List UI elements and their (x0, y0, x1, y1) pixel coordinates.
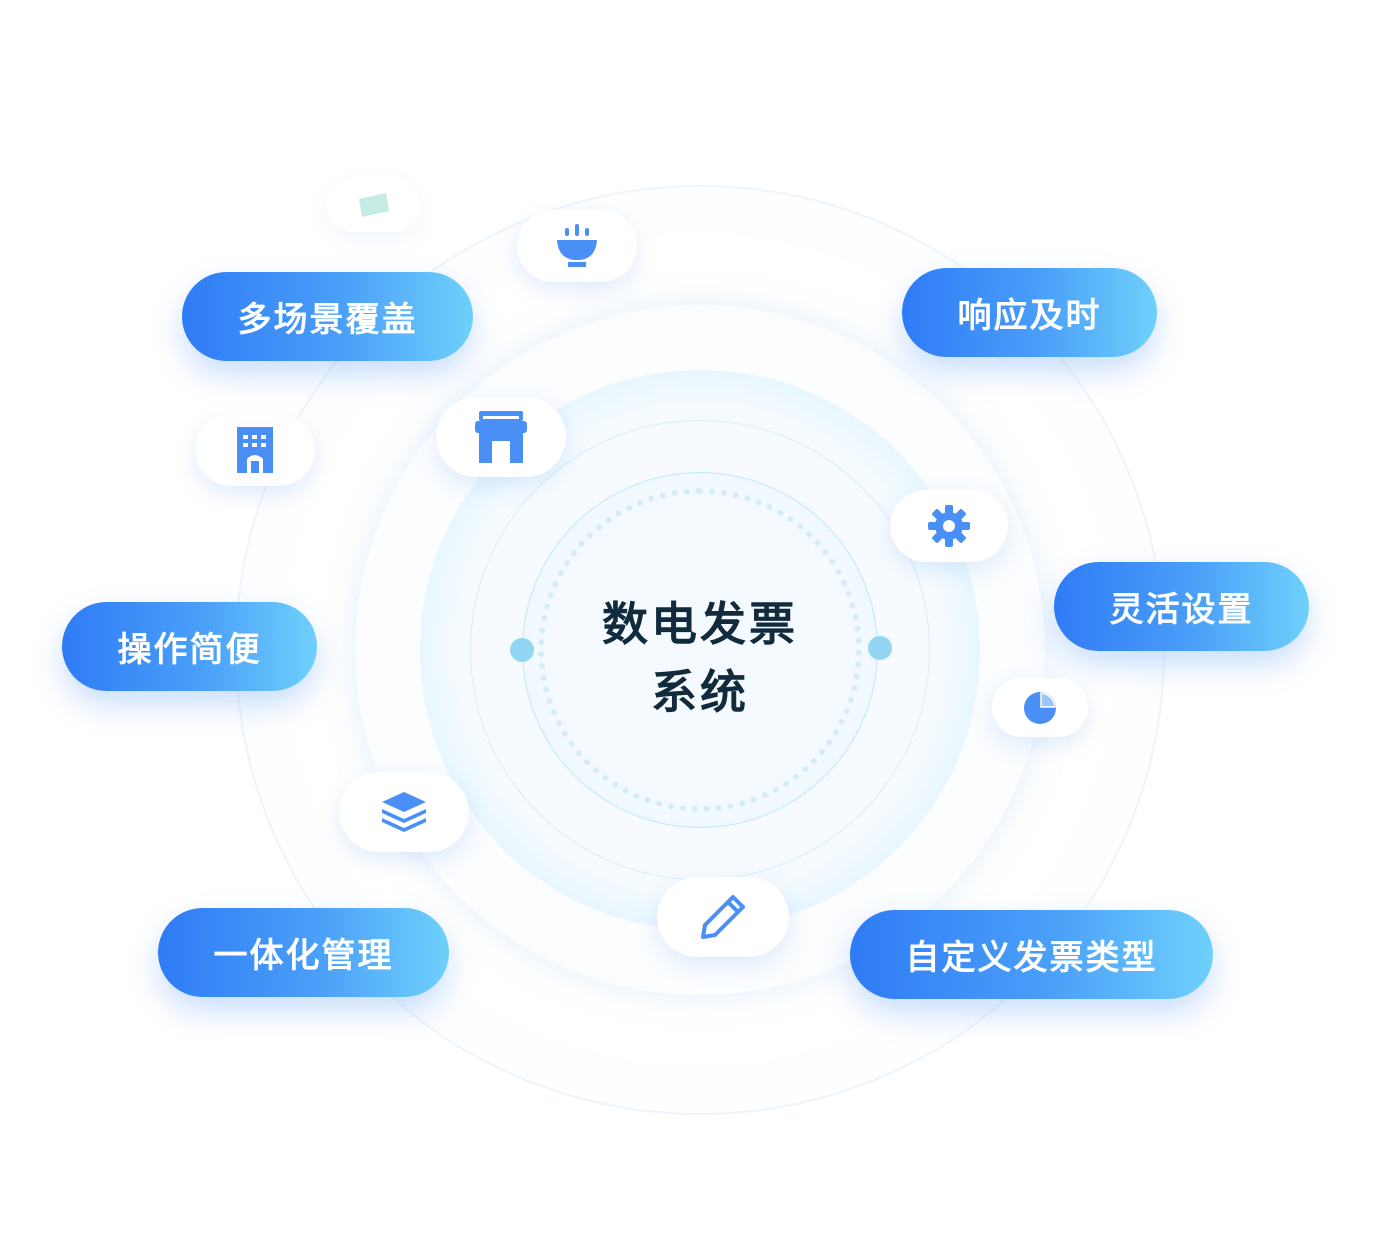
center-title: 数电发票 系统 (560, 590, 840, 726)
feature-fast-response[interactable]: 响应及时 (902, 268, 1157, 357)
bowl-bubble (517, 210, 637, 282)
pencil-icon (701, 895, 745, 939)
tick-ring (538, 488, 862, 812)
ticket-icon (358, 193, 389, 217)
store-bubble (436, 397, 566, 477)
feature-easy-operation[interactable]: 操作简便 (62, 602, 317, 691)
ticket-bubble (327, 178, 420, 232)
center-title-line2: 系统 (651, 666, 749, 718)
gear-icon (928, 505, 970, 547)
layers-bubble (339, 772, 469, 852)
pie-chart-icon (1024, 691, 1056, 724)
feature-flexible-settings[interactable]: 灵活设置 (1054, 562, 1309, 651)
ring-dot-right (868, 636, 892, 660)
store-icon (475, 411, 527, 463)
ring-dot-left (510, 638, 534, 662)
pie-bubble (992, 678, 1088, 737)
feature-custom-invoice-type[interactable]: 自定义发票类型 (850, 910, 1213, 999)
feature-multi-scene[interactable]: 多场景覆盖 (182, 272, 473, 361)
bowl-icon (557, 224, 597, 267)
center-title-line1: 数电发票 (602, 598, 798, 650)
pencil-bubble (657, 877, 789, 957)
layers-icon (382, 792, 426, 832)
feature-integrated-management[interactable]: 一体化管理 (158, 908, 449, 997)
building-bubble (195, 414, 315, 486)
building-icon (237, 427, 273, 473)
gear-bubble (890, 490, 1008, 562)
